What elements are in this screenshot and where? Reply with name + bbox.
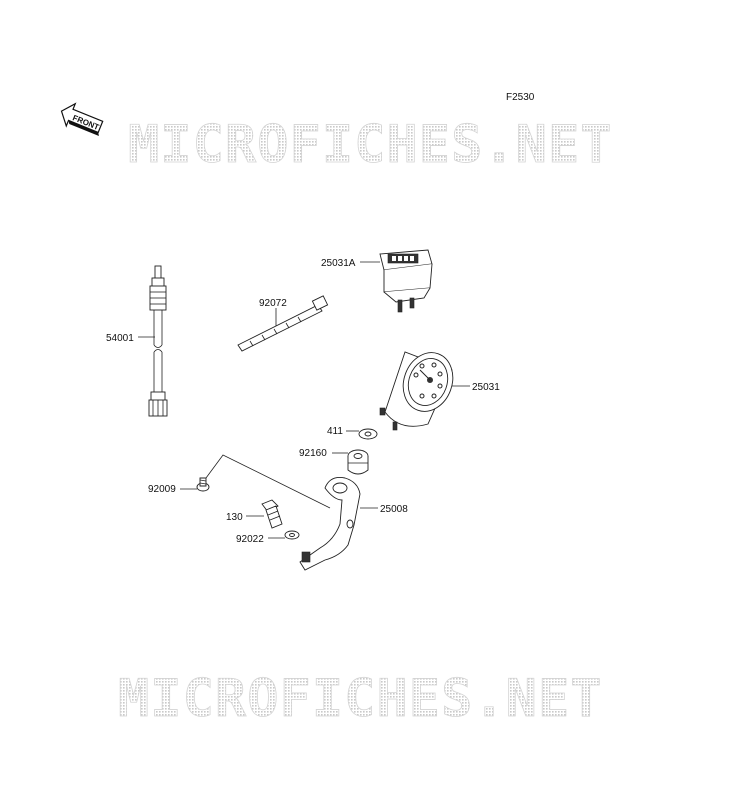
tachometer-25031: [379, 351, 454, 431]
part-label-54001: 54001: [106, 333, 134, 344]
bracket-25008: [299, 477, 361, 571]
cable-tie-92072: [237, 295, 329, 352]
figure-code: F2530: [506, 92, 535, 103]
part-label-130: 130: [226, 512, 243, 523]
hour-meter-25031a: [379, 249, 433, 313]
speedometer-cable-54001: [148, 265, 168, 417]
part-label-25031a: 25031A: [321, 258, 356, 269]
screw-92009: [196, 477, 210, 492]
part-label-411: 411: [327, 426, 343, 437]
grommet-92160: [347, 449, 369, 475]
part-label-25008: 25008: [380, 504, 408, 515]
part-label-92072: 92072: [259, 298, 287, 309]
part-label-92009: 92009: [148, 484, 176, 495]
part-label-92022: 92022: [236, 534, 264, 545]
front-arrow-icon: FRONT: [60, 102, 104, 136]
watermark-bottom: MICROFICHES.NET: [118, 669, 603, 729]
part-label-25031: 25031: [472, 382, 500, 393]
bolt-130: [261, 499, 283, 529]
part-label-92160: 92160: [299, 448, 327, 459]
watermark-top: MICROFICHES.NET: [128, 115, 613, 175]
